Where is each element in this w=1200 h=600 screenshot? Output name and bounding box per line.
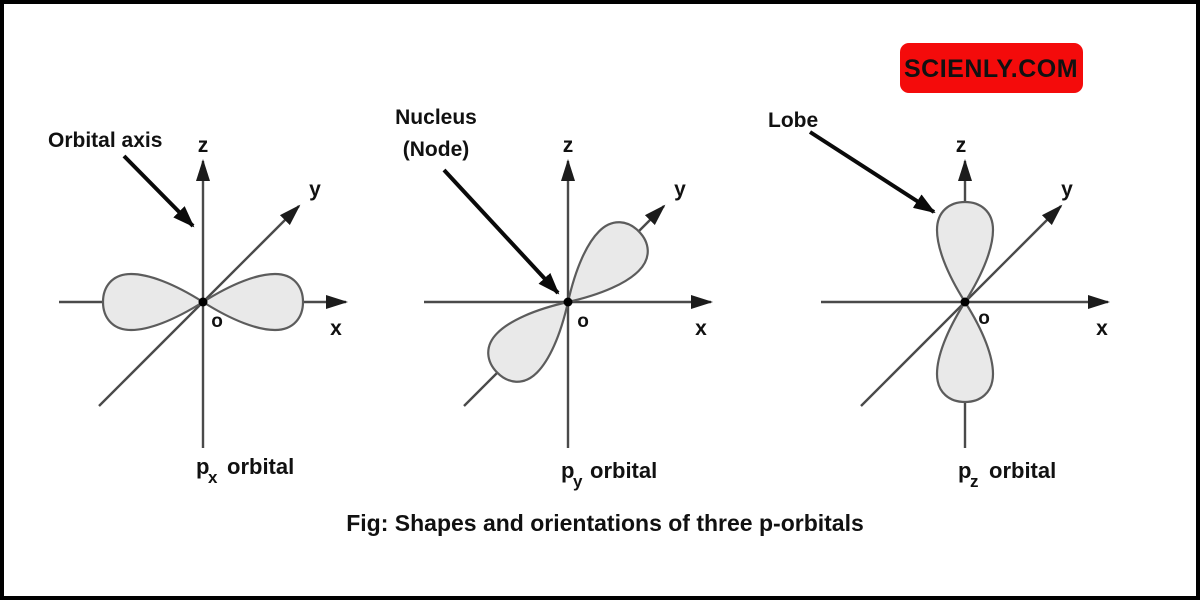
origin-label: o bbox=[978, 308, 990, 329]
lobe-annotation: Lobe bbox=[768, 109, 936, 214]
nucleus-dot bbox=[563, 297, 573, 307]
y-axis-line bbox=[98, 204, 301, 407]
pz-upper-lobe bbox=[935, 200, 995, 304]
lobe-arrow bbox=[808, 130, 936, 214]
y-axis-label: y bbox=[309, 178, 321, 201]
nucleus-dot bbox=[960, 297, 970, 307]
y-axis-line bbox=[860, 204, 1063, 407]
orbital-word: orbital bbox=[590, 458, 657, 483]
py-orbital-caption: p y orbital bbox=[561, 458, 657, 491]
nucleus-annotation: Nucleus (Node) bbox=[395, 106, 560, 295]
orbital-word: orbital bbox=[227, 454, 294, 479]
nucleus-dot bbox=[198, 297, 208, 307]
px-orbital-caption: p x orbital bbox=[196, 454, 294, 487]
x-axis-label: x bbox=[330, 317, 342, 340]
orbital-subscript: x bbox=[208, 468, 218, 487]
y-axis-label: y bbox=[674, 178, 686, 201]
brand-badge-text: SCIENLY.COM bbox=[904, 55, 1078, 83]
z-axis-label: z bbox=[198, 134, 209, 157]
orbital-subscript: z bbox=[970, 472, 979, 491]
py-orbital-diagram: z y x o p y orbital bbox=[424, 134, 713, 491]
x-axis-label: x bbox=[695, 317, 707, 340]
x-axis-label: x bbox=[1096, 317, 1108, 340]
origin-label: o bbox=[577, 311, 589, 332]
nucleus-label-line1: Nucleus bbox=[395, 106, 477, 129]
orbital-letter: p bbox=[196, 454, 209, 479]
orbital-axis-arrow bbox=[122, 154, 195, 228]
orbital-letter: p bbox=[958, 458, 971, 483]
orbital-word: orbital bbox=[989, 458, 1056, 483]
y-axis-label: y bbox=[1061, 178, 1073, 201]
lobe-label: Lobe bbox=[768, 109, 818, 132]
z-axis-label: z bbox=[956, 134, 967, 157]
brand-badge-background bbox=[900, 43, 1083, 93]
pz-orbital-caption: p z orbital bbox=[958, 458, 1056, 491]
z-axis-label: z bbox=[563, 134, 574, 157]
brand-badge: SCIENLY.COM bbox=[900, 43, 1083, 93]
orbital-subscript: y bbox=[573, 472, 583, 491]
orbital-axis-annotation: Orbital axis bbox=[48, 129, 195, 228]
nucleus-arrow bbox=[442, 168, 560, 295]
nucleus-label-line2: (Node) bbox=[403, 138, 470, 161]
orbital-letter: p bbox=[561, 458, 574, 483]
figure-caption: Fig: Shapes and orientations of three p-… bbox=[346, 510, 864, 536]
origin-label: o bbox=[211, 311, 223, 332]
px-orbital-diagram: z y x o p x orbital bbox=[59, 134, 348, 487]
orbital-axis-label: Orbital axis bbox=[48, 129, 162, 152]
pz-orbital-diagram: z y x o p z orbital bbox=[821, 134, 1110, 491]
px-left-lobe bbox=[101, 272, 205, 332]
